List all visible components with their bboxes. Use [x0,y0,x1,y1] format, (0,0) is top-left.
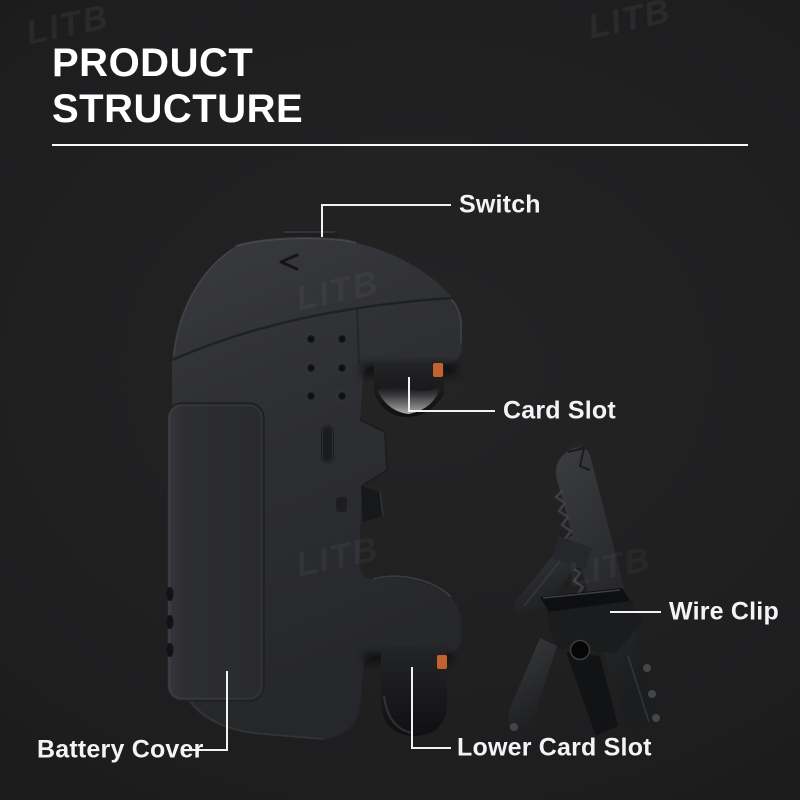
clip-jaw [552,536,592,570]
clip-tip-notch [567,446,591,471]
leader-line-switch [321,204,451,237]
side-hook [361,486,383,522]
clip-spring-bar [540,588,633,615]
arrow-marking [279,253,299,271]
lower-housing-rim [372,575,452,598]
callout-label-switch: Switch [459,190,541,219]
front-edge-crease [356,307,360,365]
head-crease [171,296,453,362]
clip-pivot-hole [569,639,591,661]
title-line-1: PRODUCT [52,41,254,85]
leader-lines [187,204,661,751]
speaker-holes [305,333,348,402]
leader-line-lower-card-slot [411,667,451,749]
head-rim-light [235,237,357,247]
battery-cover-highlight [168,404,263,700]
battery-cover-part [166,402,265,702]
clip-pivot-body [547,601,643,653]
title-underline [52,144,748,146]
page-title: PRODUCT STRUCTURE [52,40,303,132]
clip-grip-bumps [510,664,660,731]
lower-slot-sheen [383,695,413,734]
clip-right-leg-edge [627,655,650,723]
groove-highlight [322,426,333,462]
small-slot-mark [336,497,347,512]
notch-edge [359,419,389,487]
leader-line-card-slot [408,377,495,412]
clip-spring-highlight [542,589,621,599]
shoulder-rim-light [448,296,462,343]
card-slot-orange-tab [433,363,443,377]
callout-label-wire-clip: Wire Clip [669,597,779,626]
leader-line-battery-cover [187,671,228,751]
title-line-2: STRUCTURE [52,87,304,131]
groove [321,425,334,463]
callout-label-card-slot: Card Slot [503,396,616,425]
lower-slot-orange-tab [437,655,447,669]
clip-left-leg [508,638,557,736]
side-hook-edge [379,491,384,517]
lower-card-slot-part [381,648,447,736]
device-illustration [166,230,462,740]
left-edge-nubs [166,587,174,657]
clip-leg-gap [566,652,618,736]
callout-label-battery-cover: Battery Cover [37,735,204,764]
left-rim-light [173,248,234,357]
callout-label-lower-card-slot: Lower Card Slot [457,733,652,762]
wire-clip-illustration [508,440,660,736]
